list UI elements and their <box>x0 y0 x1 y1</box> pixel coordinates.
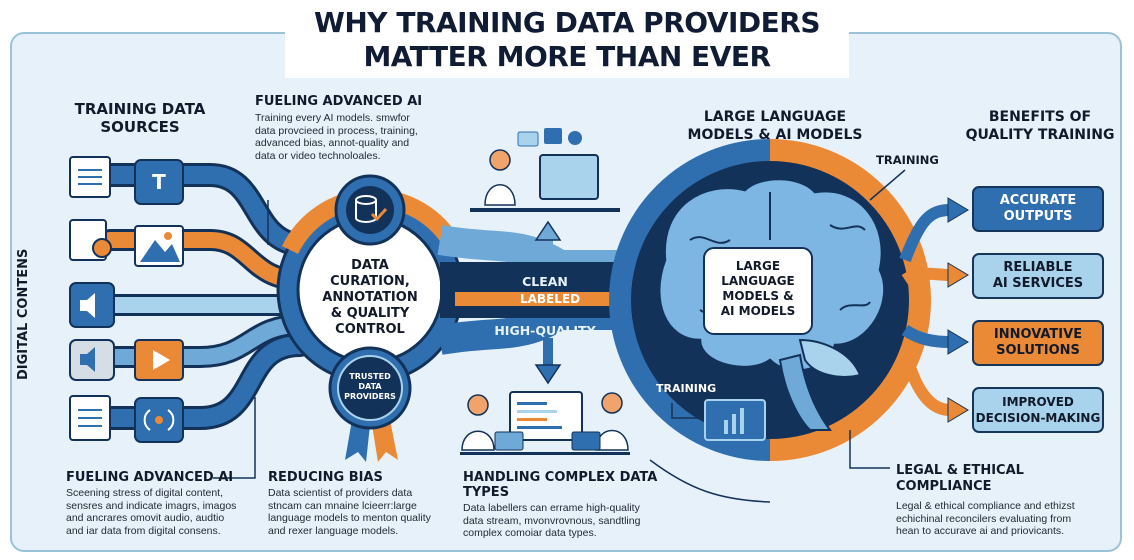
benefit-line: INNOVATIVE <box>993 327 1083 342</box>
benefit-line: IMPROVED <box>1002 395 1074 409</box>
fueling-top-heading: FUELING ADVANCED AI <box>255 94 423 109</box>
title-background <box>285 0 849 78</box>
bottom-fueling-body: Sceening stress of digital content, sens… <box>66 487 256 537</box>
fueling-top-body-line: advanced bias, annot-quality and <box>255 137 410 149</box>
curation-line: DATA <box>351 258 389 273</box>
llm-box-label: LARGE LANGUAGE MODELS & AI MODELS <box>704 259 812 319</box>
training-label-left: TRAINING <box>656 382 717 395</box>
badge-line: PROVIDERS <box>344 392 396 401</box>
llm-heading-line: LARGE LANGUAGE <box>703 109 847 125</box>
stream-label-labeled: LABELED <box>519 292 581 306</box>
heading-line: HANDLING COMPLEX DATA <box>463 470 658 485</box>
badge-line: DATA <box>358 382 382 391</box>
sources-heading-line-2: SOURCES <box>100 118 180 136</box>
curation-line: CONTROL <box>335 322 405 337</box>
body-line: stncam can mnaine lcieerr:large <box>268 499 417 512</box>
title-line-2: MATTER MORE THAN EVER <box>363 40 771 73</box>
body-line: language models to menton quality <box>268 512 431 524</box>
fueling-top-body: Training every AI models. smwfor data pr… <box>255 112 455 162</box>
fueling-top-body-line: Training every AI models. smwfor <box>255 112 410 124</box>
bottom-bias-body: Data scientist of providers data stncam … <box>268 487 458 537</box>
body-line: and ancrares omovit audio, audtio <box>66 512 225 524</box>
llm-box-line: LARGE <box>735 259 781 273</box>
curation-line: CURATION, <box>330 274 410 289</box>
body-line: and iar data from digital consens. <box>66 524 221 537</box>
curation-line: ANNOTATION <box>322 290 418 305</box>
body-line: data stream, mvonvrovnous, sandtling <box>463 514 641 527</box>
bottom-complex-body: Data labellers can errame high-quality d… <box>463 502 663 540</box>
training-label-top: TRAINING <box>876 153 939 167</box>
body-line: Data scientist of providers data <box>268 487 413 499</box>
digital-contents-label: DIGITAL CONTENS <box>16 248 31 380</box>
benefit-line: ACCURATE <box>999 193 1077 208</box>
fueling-top-body-line: data or video technoloales. <box>255 149 381 162</box>
heading-line: COMPLIANCE <box>896 479 992 494</box>
benefit-improved-decision-making: IMPROVED DECISION-MAKING <box>972 387 1104 433</box>
page-title: WHY TRAINING DATA PROVIDERS MATTER MORE … <box>285 6 849 74</box>
stream-label-high-quality: HIGH-QUALITY <box>494 323 596 338</box>
body-line: complex comoiar data types. <box>463 527 597 539</box>
bottom-legal-body: Legal & ethical compliance and ethizst e… <box>896 500 1096 538</box>
llm-box-line: AI MODELS <box>720 304 796 318</box>
body-line: echichinal reconcilers evaluating from <box>896 512 1072 525</box>
bottom-complex-heading: HANDLING COMPLEX DATA TYPES <box>463 470 657 500</box>
benefit-line: AI SERVICES <box>992 276 1084 291</box>
llm-heading: LARGE LANGUAGE MODELS & AI MODELS <box>680 108 870 144</box>
fueling-top-body-line: data provcieed in process, training, <box>255 124 418 137</box>
benefit-line: DECISION-MAKING <box>975 411 1101 425</box>
body-line: Legal & ethical compliance and ethizst <box>896 500 1075 512</box>
curation-label: DATA CURATION, ANNOTATION & QUALITY CONT… <box>300 258 440 338</box>
curation-line: & QUALITY <box>330 306 410 321</box>
sources-heading: TRAINING DATA SOURCES <box>60 100 220 136</box>
stream-label-clean: CLEAN <box>522 274 568 289</box>
body-line: hean to accurave ai and priovicants. <box>896 525 1065 537</box>
body-line: and rexer language models. <box>268 524 399 537</box>
sources-heading-line-1: TRAINING DATA <box>74 100 206 118</box>
svg-text:T: T <box>152 170 166 194</box>
benefit-line: OUTPUTS <box>1003 209 1073 224</box>
heading-line: TYPES <box>463 485 510 500</box>
source-icons: T <box>69 156 184 443</box>
llm-heading-line: MODELS & AI MODELS <box>687 127 863 143</box>
benefit-line: RELIABLE <box>1003 260 1073 275</box>
body-line: sensres and indicate imagrs, imagos <box>66 499 237 512</box>
llm-box-line: MODELS & <box>722 289 794 303</box>
body-line: Data labellers can errame high-quality <box>463 502 640 514</box>
heading-line: LEGAL & ETHICAL <box>896 463 1024 478</box>
bottom-fueling-heading: FUELING ADVANCED AI <box>66 470 234 485</box>
benefits-heading-line: BENEFITS OF <box>988 109 1092 125</box>
badge-line: TRUSTED <box>349 372 391 381</box>
bottom-bias-heading: REDUCING BIAS <box>268 470 383 485</box>
title-line-1: WHY TRAINING DATA PROVIDERS <box>313 6 821 39</box>
trusted-providers-badge: TRUSTED DATA PROVIDERS <box>335 372 405 402</box>
body-line: Sceening stress of digital content, <box>66 487 224 499</box>
benefits-heading-line: QUALITY TRAINING <box>965 127 1115 143</box>
benefits-heading: BENEFITS OF QUALITY TRAINING <box>955 108 1125 144</box>
llm-box-line: LANGUAGE <box>721 274 795 288</box>
benefit-line: SOLUTIONS <box>996 343 1080 358</box>
bottom-legal-heading: LEGAL & ETHICAL COMPLIANCE <box>896 463 1024 495</box>
